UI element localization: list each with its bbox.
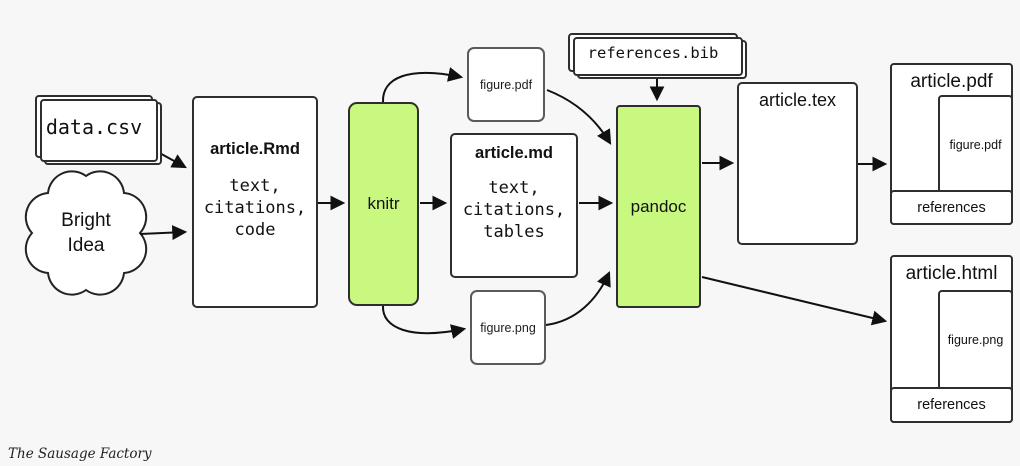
article-pdf-references-label: references bbox=[917, 199, 986, 216]
article-pdf-title: article.pdf bbox=[910, 71, 993, 92]
article-pdf-references: references bbox=[890, 190, 1013, 225]
node-article-tex: article.tex bbox=[737, 82, 858, 245]
node-article-md: article.md text, citations, tables bbox=[450, 133, 578, 278]
article-pdf-figure-label: figure.pdf bbox=[949, 137, 1002, 152]
arrow-knitr-to-figpdf bbox=[381, 67, 464, 103]
article-html-figure: figure.png bbox=[938, 290, 1013, 390]
article-md-title: article.md bbox=[475, 144, 553, 162]
article-rmd-body: text, citations, code bbox=[203, 176, 307, 240]
arrow-idea-to-rmd bbox=[139, 225, 188, 241]
bright-idea-cloud-shape bbox=[24, 170, 148, 296]
article-html-references-label: references bbox=[917, 397, 986, 413]
figure-pdf-label: figure.pdf bbox=[479, 77, 533, 92]
article-tex-title: article.tex bbox=[758, 90, 837, 110]
article-html-title: article.html bbox=[905, 263, 998, 284]
arrow-figpng-to-pandoc bbox=[545, 270, 611, 326]
pandoc-label: pandoc bbox=[630, 196, 687, 216]
node-data-csv: data.csv bbox=[35, 95, 153, 158]
article-html-references: references bbox=[890, 387, 1013, 423]
arrow-pandoc-to-html bbox=[701, 276, 888, 326]
article-md-body: text, citations, tables bbox=[462, 178, 566, 242]
diagram-caption: The Sausage Factory bbox=[8, 446, 152, 462]
article-html-figure-label: figure.png bbox=[947, 333, 1004, 347]
references-bib-label: references.bib bbox=[587, 43, 719, 62]
node-bright-idea-label: Bright Idea bbox=[61, 210, 111, 256]
node-pandoc: pandoc bbox=[616, 105, 701, 308]
node-references-bib: references.bib bbox=[568, 33, 738, 72]
node-article-html: article.html figure.png references bbox=[890, 255, 1013, 423]
node-figure-pdf: figure.pdf bbox=[467, 47, 545, 122]
article-rmd-title: article.Rmd bbox=[210, 140, 300, 158]
node-article-rmd: article.Rmd text, citations, code bbox=[192, 96, 318, 308]
node-figure-png: figure.png bbox=[470, 290, 546, 365]
node-article-pdf: article.pdf figure.pdf references bbox=[890, 63, 1013, 225]
arrow-knitr-to-figpng bbox=[381, 305, 467, 339]
data-csv-label: data.csv bbox=[45, 114, 143, 139]
knitr-label: knitr bbox=[367, 194, 400, 213]
figure-png-label: figure.png bbox=[480, 320, 536, 335]
node-knitr: knitr bbox=[348, 102, 419, 306]
article-pdf-figure: figure.pdf bbox=[938, 95, 1013, 194]
arrow-figpdf-to-pandoc bbox=[546, 89, 612, 145]
